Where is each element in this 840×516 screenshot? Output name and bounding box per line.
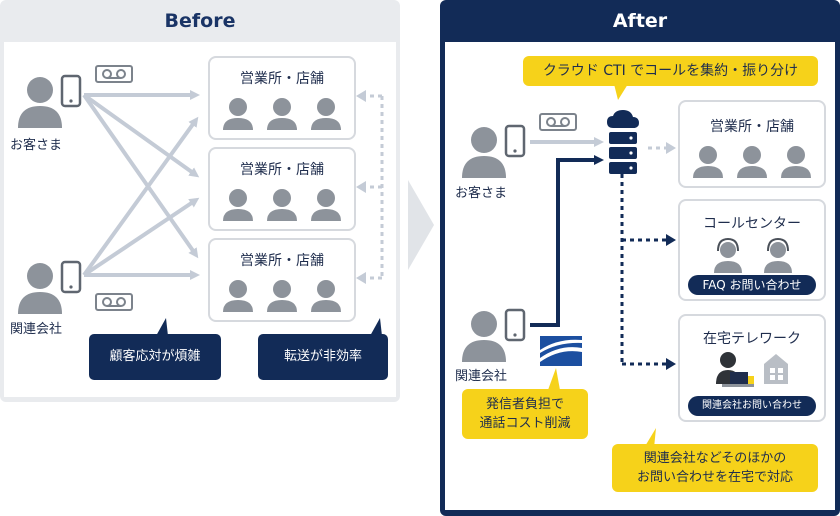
operator-headset-icon bbox=[714, 237, 792, 273]
telework-title: 在宅テレワーク bbox=[703, 331, 801, 347]
cost-reduction-note: 発信者負担で 通話コスト削減 bbox=[462, 389, 588, 439]
faq-inquiry-badge: FAQ お問い合わせ bbox=[688, 275, 816, 295]
store-box: 営業所・店舗 bbox=[208, 147, 356, 231]
cloud-cti-label: クラウド CTI でコールを集約・振り分け bbox=[523, 56, 818, 86]
home-worker-icon bbox=[716, 352, 788, 387]
before-connection-arrows bbox=[82, 90, 384, 284]
staff-group-icon bbox=[693, 146, 811, 178]
callout-pointer bbox=[548, 368, 560, 390]
before-customer-label: お客さま bbox=[10, 138, 63, 153]
store-box: 営業所・店舗 bbox=[208, 56, 356, 140]
staff-group-icon bbox=[223, 98, 341, 130]
call-center-title: コールセンター bbox=[703, 216, 801, 232]
after-connection-arrows bbox=[530, 137, 676, 370]
after-title: After bbox=[612, 10, 668, 32]
after-affiliate-label: 関連会社 bbox=[455, 369, 508, 384]
customer-person-icon bbox=[462, 124, 526, 178]
store-title: 営業所・店舗 bbox=[240, 162, 324, 178]
telework-box: 在宅テレワーク 関連会社お問い合わせ bbox=[678, 314, 826, 422]
callout-pointer bbox=[644, 428, 656, 448]
affiliate-person-icon bbox=[462, 308, 526, 362]
store-box: 営業所・店舗 bbox=[678, 100, 826, 188]
affiliate-person-icon bbox=[18, 260, 82, 314]
callout-pointer bbox=[156, 318, 168, 336]
store-title: 営業所・店舗 bbox=[710, 119, 794, 135]
telework-note: 関連会社などそのほかの お問い合わせを在宅で対応 bbox=[612, 444, 818, 492]
staff-group-icon bbox=[223, 189, 341, 221]
after-customer-label: お客さま bbox=[455, 186, 508, 201]
transition-chevron-icon bbox=[408, 180, 434, 270]
affiliate-inquiry-badge: 関連会社お問い合わせ bbox=[688, 396, 816, 416]
before-affiliate-label: 関連会社 bbox=[10, 322, 63, 337]
telework-note-line1: 関連会社などそのほかの bbox=[643, 451, 787, 466]
staff-group-icon bbox=[223, 280, 341, 312]
before-title: Before bbox=[164, 10, 236, 32]
call-center-box: コールセンター FAQ お問い合わせ bbox=[678, 199, 826, 301]
callout-pointer bbox=[614, 84, 628, 100]
issue-callout-transfer: 転送が非効率 bbox=[258, 334, 388, 380]
freedial-icon bbox=[95, 65, 133, 83]
carrier-logo-icon bbox=[540, 336, 582, 366]
cloud-server-icon bbox=[607, 110, 639, 174]
store-title: 営業所・店舗 bbox=[240, 71, 324, 87]
telework-note-line2: お問い合わせを在宅で対応 bbox=[636, 470, 793, 485]
cost-note-line1: 発信者負担で bbox=[485, 397, 564, 412]
store-box: 営業所・店舗 bbox=[208, 238, 356, 322]
freedial-icon bbox=[95, 293, 133, 311]
store-title: 営業所・店舗 bbox=[240, 253, 324, 269]
cost-note-line2: 通話コスト削減 bbox=[479, 416, 571, 431]
freedial-icon bbox=[539, 113, 577, 131]
issue-callout-complex: 顧客応対が煩雑 bbox=[89, 334, 221, 380]
customer-person-icon bbox=[18, 74, 82, 128]
callout-pointer bbox=[370, 318, 382, 336]
